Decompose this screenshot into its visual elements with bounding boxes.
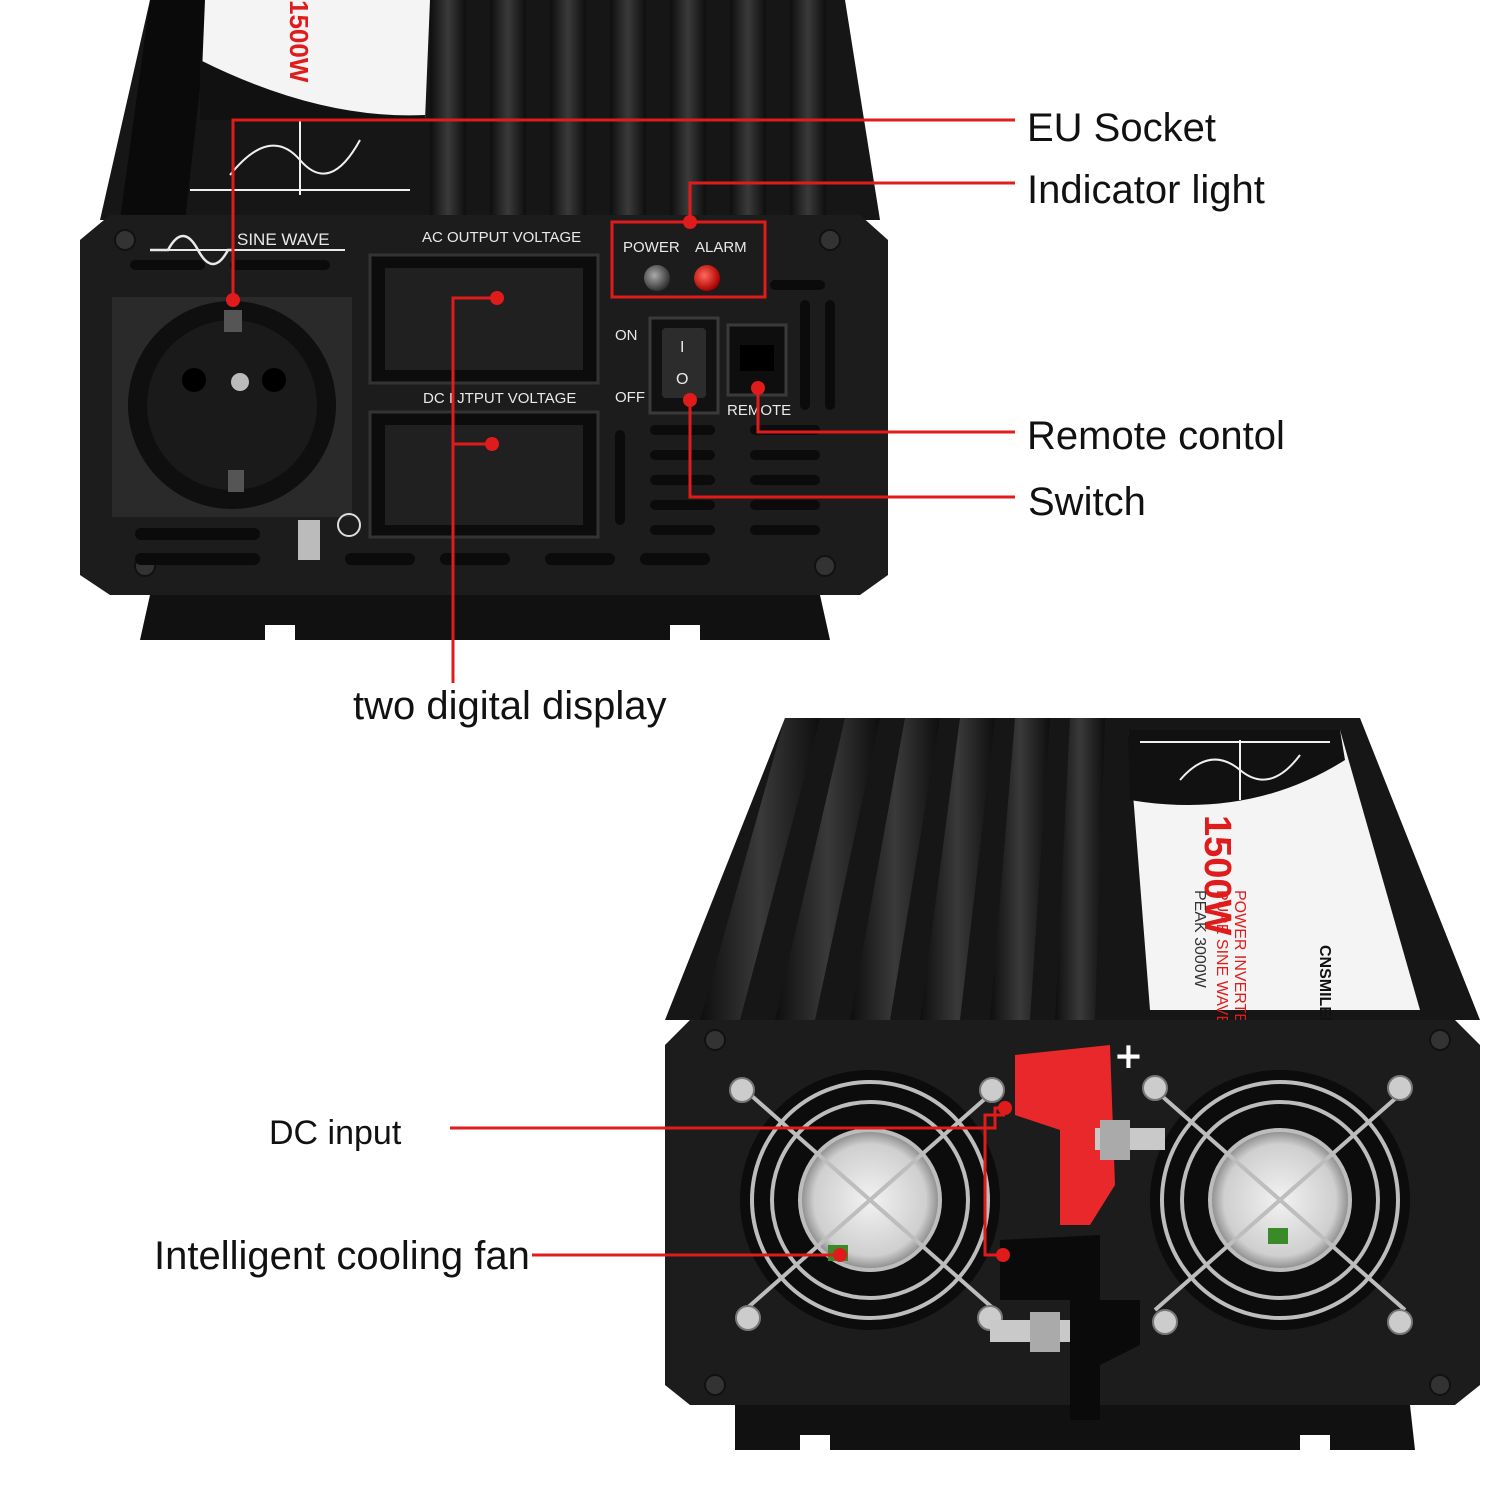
alarm-text: ALARM <box>695 239 747 256</box>
remote-control-label: Remote contol <box>1027 414 1285 458</box>
switch-on-mark: I <box>680 339 684 356</box>
label-peak: PEAK 3000W <box>1191 890 1208 989</box>
bottom-sine-logo <box>1140 740 1330 800</box>
digital-display-label: two digital display <box>353 684 667 728</box>
power-text: POWER <box>623 239 680 256</box>
eu-socket-line <box>231 118 1015 300</box>
dc-output-voltage-text: DC I JTPUT VOLTAGE <box>423 390 576 407</box>
label-line2: PURE SINE WAVE <box>1213 890 1230 1026</box>
sine-wave-text: SINE WAVE <box>237 230 330 249</box>
switch-label: Switch <box>1028 480 1146 524</box>
callout-dots <box>226 215 1012 1262</box>
rear-base <box>735 1405 1415 1450</box>
ground-terminal <box>298 520 320 560</box>
eu-socket-label: EU Socket <box>1027 106 1216 150</box>
front-vents <box>130 260 835 565</box>
front-base <box>140 595 830 640</box>
top-wattage-text: 1500W <box>284 0 314 83</box>
ac-output-voltage-text: AC OUTPUT VOLTAGE <box>422 229 581 246</box>
switch-on-text: ON <box>615 327 638 344</box>
bottom-wattage-text: 1500W <box>1196 815 1238 936</box>
rear-screws <box>704 1029 1451 1396</box>
switch-off-mark: O <box>676 371 688 388</box>
positive-terminal <box>1015 1045 1165 1225</box>
negative-terminal <box>990 1235 1140 1420</box>
top-sine-logo <box>190 120 410 195</box>
cooling-fan-label: Intelligent cooling fan <box>154 1234 530 1278</box>
bottom-label-text: 1500W POWER INVERTER PURE SINE WAVE PEAK… <box>1191 815 1333 1078</box>
ground-icon <box>337 513 361 537</box>
bottom-inverter: 1500W POWER INVERTER PURE SINE WAVE PEAK… <box>665 718 1480 1450</box>
callout-lines <box>231 118 1015 1257</box>
switch-off-text: OFF <box>615 389 645 406</box>
top-inverter: 1500W SINE WAVE <box>80 0 888 640</box>
label-line1: POWER INVERTER <box>1231 890 1248 1036</box>
cooling-fan-right <box>1142 1070 1413 1335</box>
dc-input-label: DC input <box>269 1114 402 1152</box>
indicator-light-label: Indicator light <box>1027 168 1265 212</box>
alarm-led <box>694 265 720 291</box>
bottom-heatsink-fins <box>700 718 1105 1020</box>
power-led <box>644 265 670 291</box>
top-heatsink-fins <box>430 0 826 220</box>
top-label-text: 1500W <box>284 0 314 83</box>
positive-sign: + <box>1115 1030 1142 1082</box>
